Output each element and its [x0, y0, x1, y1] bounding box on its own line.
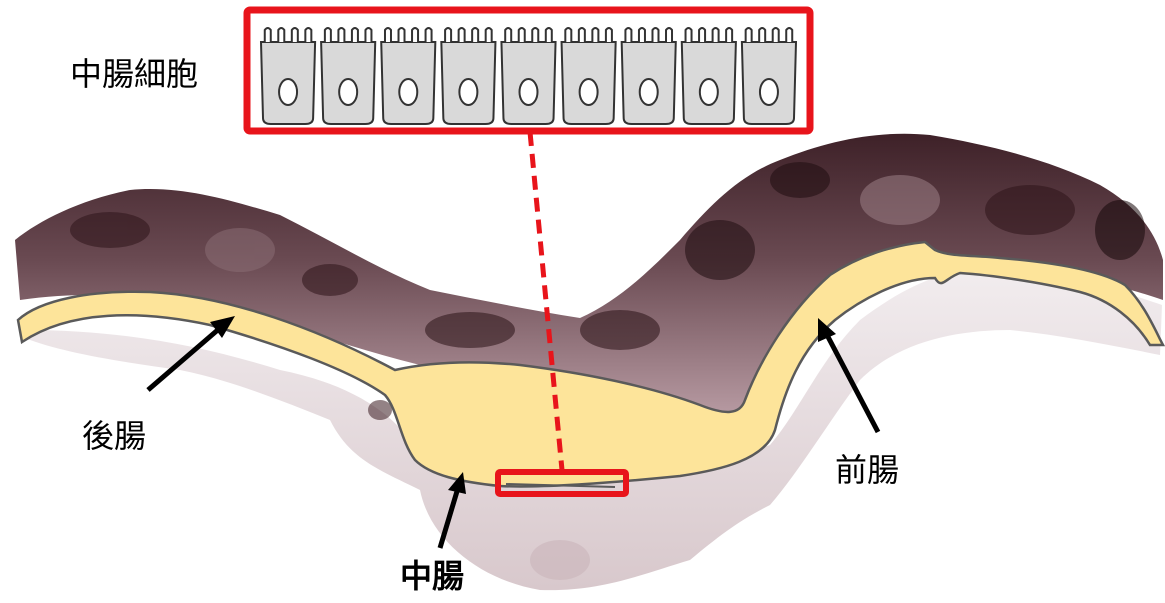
tissue-texture: [70, 162, 1145, 580]
cell-nucleus: [638, 78, 659, 106]
epithelial-cell: [560, 27, 617, 125]
midgut-wall-line: [505, 483, 616, 488]
midgut-cells-row: [259, 27, 798, 125]
epithelial-cell: [380, 27, 437, 125]
epithelial-cell: [680, 27, 737, 125]
midgut-highlight-box: [495, 469, 629, 497]
cell-nucleus: [578, 78, 599, 106]
epithelial-cell: [740, 27, 798, 125]
gut-lumen: [16, 240, 1165, 488]
cell-nucleus: [698, 78, 719, 106]
label-hindgut: 後腸: [82, 417, 147, 455]
epithelial-cell: [620, 27, 677, 125]
epithelial-cell: [259, 27, 317, 125]
cell-nucleus: [338, 78, 359, 106]
epithelial-cell: [320, 27, 377, 125]
arrow-midgut: [437, 487, 461, 549]
label-midgut: 中腸: [400, 557, 465, 595]
cell-nucleus: [278, 78, 299, 106]
label-foregut: 前腸: [835, 451, 900, 489]
lower-tissue: [25, 265, 1162, 591]
dashed-connector: [527, 131, 565, 471]
arrows: [146, 316, 881, 549]
cell-nucleus: [758, 78, 779, 106]
cell-nucleus: [518, 78, 539, 106]
arrow-foregut: [823, 331, 881, 434]
cell-nucleus: [398, 78, 419, 106]
label-midgut-cells: 中腸細胞: [70, 55, 199, 93]
cell-nucleus: [458, 78, 479, 106]
arrow-hindgut: [146, 326, 222, 392]
epithelial-cell: [500, 27, 557, 125]
epithelial-cell: [440, 27, 497, 125]
